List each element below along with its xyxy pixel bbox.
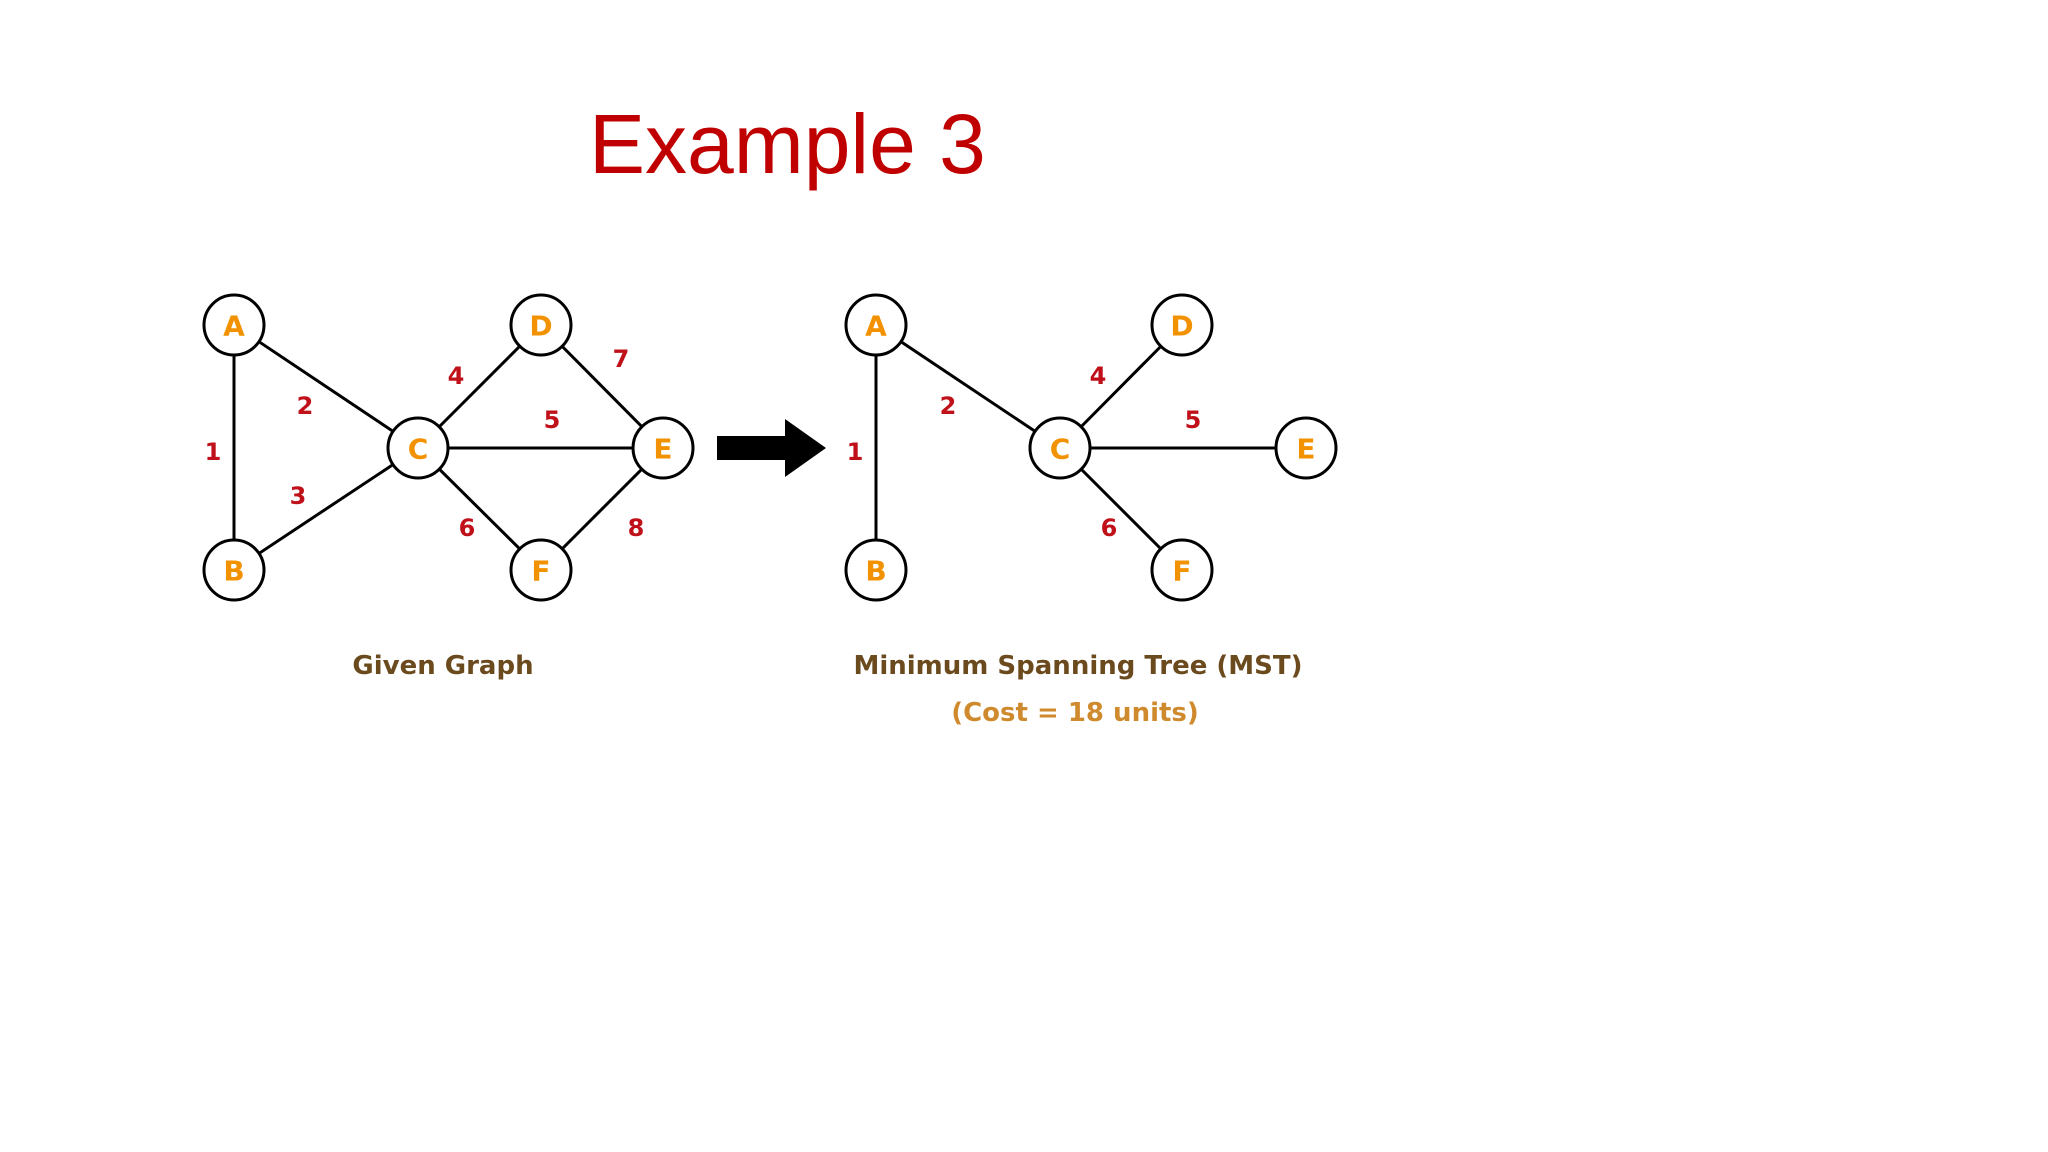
edge-a-c (875, 323, 1061, 450)
node-e: E (1274, 416, 1338, 480)
node-c: C (1028, 416, 1092, 480)
given-graph: 1 2 3 4 5 6 7 8 A B C D E F (202, 293, 695, 602)
node-label: C (1050, 433, 1071, 466)
edge-b-c (233, 446, 419, 572)
node-label: F (1172, 555, 1191, 588)
node-circle (386, 416, 450, 480)
edge-weight-a-b: 1 (205, 438, 222, 466)
edge-weight-c-d: 4 (448, 362, 465, 390)
node-circle (1150, 293, 1214, 357)
node-f: F (509, 538, 573, 602)
node-circle (509, 538, 573, 602)
node-circle (844, 538, 908, 602)
edge-weight-e-f: 8 (628, 514, 645, 542)
node-circle (1274, 416, 1338, 480)
edge-weight-d-e: 7 (613, 345, 630, 373)
edge-weight-a-c: 2 (297, 392, 314, 420)
node-label: B (223, 555, 244, 588)
node-label: A (223, 310, 245, 343)
node-label: B (865, 555, 886, 588)
edge-weight-b-c: 3 (290, 482, 307, 510)
node-label: E (653, 433, 672, 466)
node-label: F (531, 555, 550, 588)
node-c: C (386, 416, 450, 480)
node-b: B (844, 538, 908, 602)
edge-weight-a-c: 2 (940, 392, 957, 420)
node-a: A (844, 293, 908, 357)
edge-weight-c-e: 5 (1185, 406, 1202, 434)
node-e: E (631, 416, 695, 480)
edge-a-c (233, 323, 419, 450)
node-circle (1028, 416, 1092, 480)
edge-weight-c-f: 6 (1101, 514, 1118, 542)
node-label: D (1170, 310, 1193, 343)
right-arrow-icon (717, 419, 826, 477)
node-a: A (202, 293, 266, 357)
node-f: F (1150, 538, 1214, 602)
mst-cost-label: (Cost = 18 units) (951, 698, 1199, 728)
node-d: D (1150, 293, 1214, 357)
node-circle (202, 293, 266, 357)
node-label: A (865, 310, 887, 343)
given-graph-caption: Given Graph (352, 651, 533, 681)
node-circle (202, 538, 266, 602)
node-label: D (529, 310, 552, 343)
edge-weight-c-e: 5 (544, 406, 561, 434)
node-d: D (509, 293, 573, 357)
slide-title: Example 3 (589, 97, 986, 191)
edge-weight-c-d: 4 (1090, 362, 1107, 390)
edge-weight-a-b: 1 (847, 438, 864, 466)
node-circle (631, 416, 695, 480)
edge-weight-c-f: 6 (459, 514, 476, 542)
mst-graph: 1 2 4 5 6 A B C D E F (844, 293, 1338, 602)
mst-caption: Minimum Spanning Tree (MST) (853, 651, 1302, 681)
node-circle (509, 293, 573, 357)
node-circle (1150, 538, 1214, 602)
node-circle (844, 293, 908, 357)
node-b: B (202, 538, 266, 602)
node-label: C (408, 433, 429, 466)
node-label: E (1296, 433, 1315, 466)
